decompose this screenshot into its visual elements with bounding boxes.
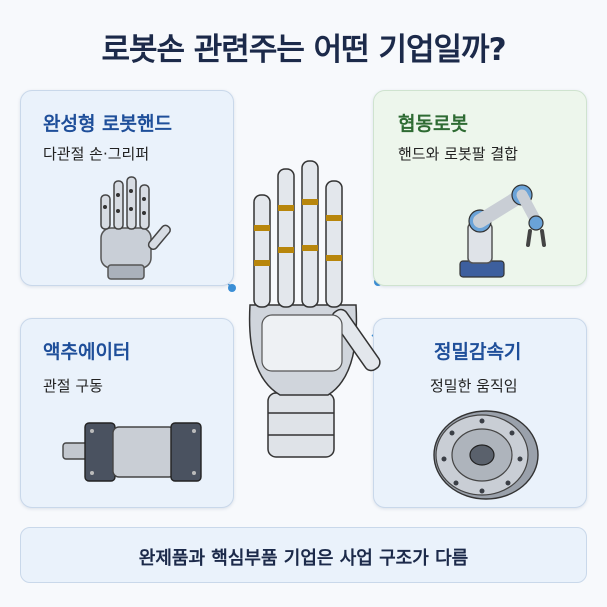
card-title: 액추에이터	[43, 341, 131, 363]
card-title: 완성형 로봇핸드	[43, 113, 172, 135]
card-title: 정밀감속기	[434, 341, 522, 363]
card-cobot: 협동로봇 핸드와 로봇팔 결합	[373, 90, 587, 286]
robot-arm-icon	[459, 184, 546, 278]
actuator-icon	[62, 422, 202, 482]
page-title: 로봇손 관련주는 어떤 기업일까?	[101, 32, 506, 68]
footer-banner: 완제품과 핵심부품 기업은 사업 구조가 다름	[20, 527, 587, 583]
card-actuator: 액추에이터 관절 구동	[20, 318, 234, 508]
card-complete-robot-hand: 완성형 로봇핸드 다관절 손·그리퍼	[20, 90, 234, 286]
center-robot-hand-icon	[248, 160, 381, 458]
robot-hand-icon	[100, 176, 171, 280]
card-subtitle: 정밀한 움직임	[430, 377, 518, 395]
footer-text: 완제품과 핵심부품 기업은 사업 구조가 다름	[138, 548, 469, 569]
card-reducer: 정밀감속기 정밀한 움직임	[373, 318, 587, 508]
card-title: 협동로봇	[398, 113, 468, 135]
card-subtitle: 핸드와 로봇팔 결합	[398, 145, 518, 163]
card-subtitle: 관절 구동	[43, 377, 103, 395]
card-subtitle: 다관절 손·그리퍼	[43, 145, 150, 163]
reducer-icon	[433, 410, 539, 500]
connector-dot	[228, 284, 236, 292]
